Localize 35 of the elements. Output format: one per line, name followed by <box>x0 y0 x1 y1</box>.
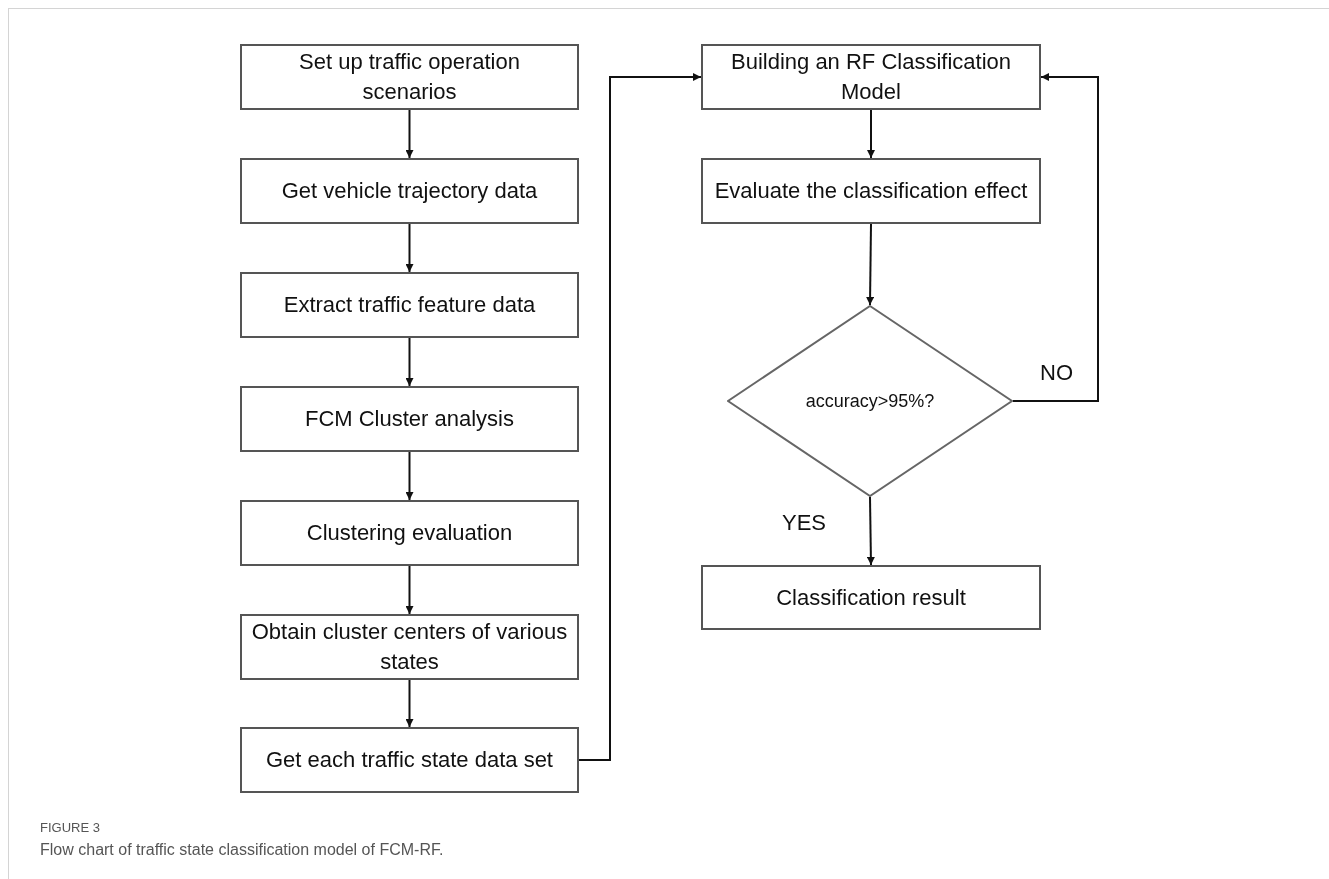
process-box <box>240 44 579 110</box>
arrow <box>405 565 414 615</box>
decision-diamond <box>727 305 1013 497</box>
caption: Flow chart of traffic state classification model of FCM-RF. <box>40 839 444 860</box>
node-text: Building an RF Classification Model <box>730 48 1012 106</box>
arrow <box>866 223 875 306</box>
node-text: Clustering evaluation <box>306 519 513 548</box>
node-text: Obtain cluster centers of various states <box>250 618 569 676</box>
arrow <box>1012 73 1099 402</box>
figure-number: FIGURE 3 <box>40 819 101 837</box>
arrow <box>405 679 414 728</box>
node-text: Get each traffic state data set <box>266 746 553 775</box>
node-text: Extract traffic feature data <box>283 291 536 320</box>
node-text: accuracy>95%? <box>805 389 935 413</box>
node-text: Evaluate the classification effect <box>714 177 1028 206</box>
node-text: Get vehicle trajectory data <box>281 177 538 206</box>
process-box <box>701 565 1041 630</box>
process-box <box>240 500 579 566</box>
node-text: Set up traffic operation scenarios <box>298 48 521 106</box>
process-box <box>240 158 579 224</box>
process-box <box>240 272 579 338</box>
arrow <box>405 223 414 273</box>
arrow <box>578 73 702 761</box>
process-box <box>701 44 1041 110</box>
arrow <box>405 451 414 501</box>
process-box <box>701 158 1041 224</box>
arrow <box>867 109 875 159</box>
arrow <box>866 496 875 566</box>
arrow <box>405 337 414 387</box>
process-box <box>240 386 579 452</box>
node-text: FCM Cluster analysis <box>304 405 514 434</box>
node-text: Classification result <box>776 583 966 612</box>
process-box <box>240 727 579 793</box>
arrow <box>405 109 414 159</box>
process-box <box>240 614 579 680</box>
